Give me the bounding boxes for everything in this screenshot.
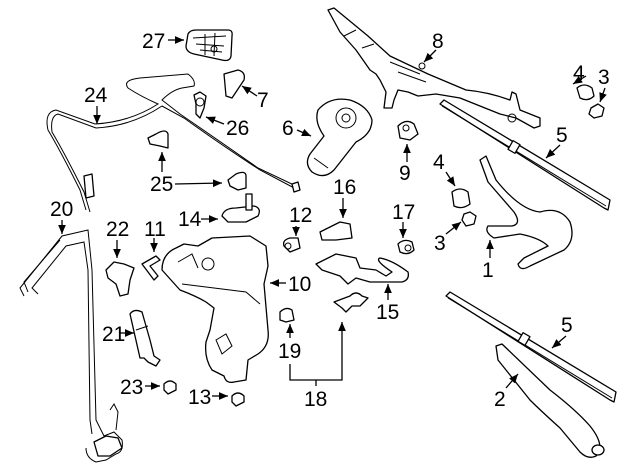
wiper-arm-part-1[interactable] [479,155,573,270]
label-3-upper: 3 [598,66,610,89]
label-11: 11 [144,218,166,241]
label-17: 17 [392,201,415,224]
bracket-part-16[interactable] [319,221,353,241]
label-1: 1 [482,259,494,282]
cap-part-4-upper[interactable] [576,84,595,101]
label-19: 19 [278,340,301,363]
wiper-arm-part-2[interactable] [495,343,605,458]
grommet-part-19[interactable] [279,307,295,323]
leader-2 [505,373,519,389]
label-20: 20 [50,198,73,221]
label-2: 2 [494,388,506,411]
label-25: 25 [150,173,173,196]
leader-7 [241,85,258,97]
label-7: 7 [257,89,269,112]
label-23: 23 [120,376,143,399]
grommet-part-23[interactable] [163,380,177,395]
label-13: 13 [188,386,211,409]
label-27: 27 [142,30,165,53]
plug-part-13[interactable] [231,392,245,407]
leader-26 [205,116,225,125]
label-3-lower: 3 [434,232,446,255]
washer-pump-part-21[interactable] [129,309,161,367]
label-8: 8 [432,30,444,53]
clip-part-11[interactable] [141,255,161,281]
label-10: 10 [288,273,311,296]
label-4-lower: 4 [433,151,445,174]
label-26: 26 [226,117,249,140]
washer-hose-part-24[interactable] [46,73,301,213]
label-18: 18 [304,388,327,411]
label-5-lower: 5 [561,314,573,337]
wiper-blade-part-5-upper[interactable] [439,99,611,211]
level-sensor-part-18[interactable] [333,292,369,313]
label-16: 16 [333,176,356,199]
label-12: 12 [289,204,312,227]
washer-reservoir-part-10[interactable] [161,235,269,384]
leader-5-lower [551,335,567,349]
leader-4-lower [445,171,456,187]
bushing-part-12[interactable] [282,237,301,253]
leader-3-upper [599,87,607,103]
nut-part-3-upper[interactable] [588,103,605,119]
cover-part-27[interactable] [185,29,233,62]
wiper-motor-part-6[interactable] [306,98,373,177]
leader-3-lower [445,221,462,235]
label-5-upper: 5 [556,124,568,147]
label-14: 14 [178,208,202,231]
bracket-part-7[interactable] [223,69,246,99]
wiper-linkage-part-8[interactable] [327,7,541,129]
label-24: 24 [84,84,108,107]
washer-nozzle-part-25[interactable] [147,130,247,191]
label-9: 9 [399,162,411,185]
connector-part-26[interactable] [193,91,207,119]
leader-4-upper [572,75,587,85]
washer-pump-part-22[interactable] [105,261,135,297]
washer-hose-part-20[interactable] [19,229,123,463]
nut-part-3-lower[interactable] [461,211,477,227]
leader-5-upper [545,144,561,159]
grommet-part-17[interactable] [397,239,415,255]
label-15: 15 [376,301,399,324]
leader-6 [296,128,312,137]
filler-neck-part-15[interactable] [315,253,410,285]
leader-8 [423,49,437,63]
label-21: 21 [102,323,125,346]
leader-25b [174,179,223,188]
cap-part-4-lower[interactable] [451,188,471,209]
grommet-part-9[interactable] [397,120,419,141]
reservoir-cap-part-14[interactable] [221,193,260,223]
wiper-blade-part-5-lower[interactable] [445,291,617,403]
label-22: 22 [106,218,129,241]
label-6: 6 [282,117,294,140]
label-4-upper: 4 [573,62,585,85]
